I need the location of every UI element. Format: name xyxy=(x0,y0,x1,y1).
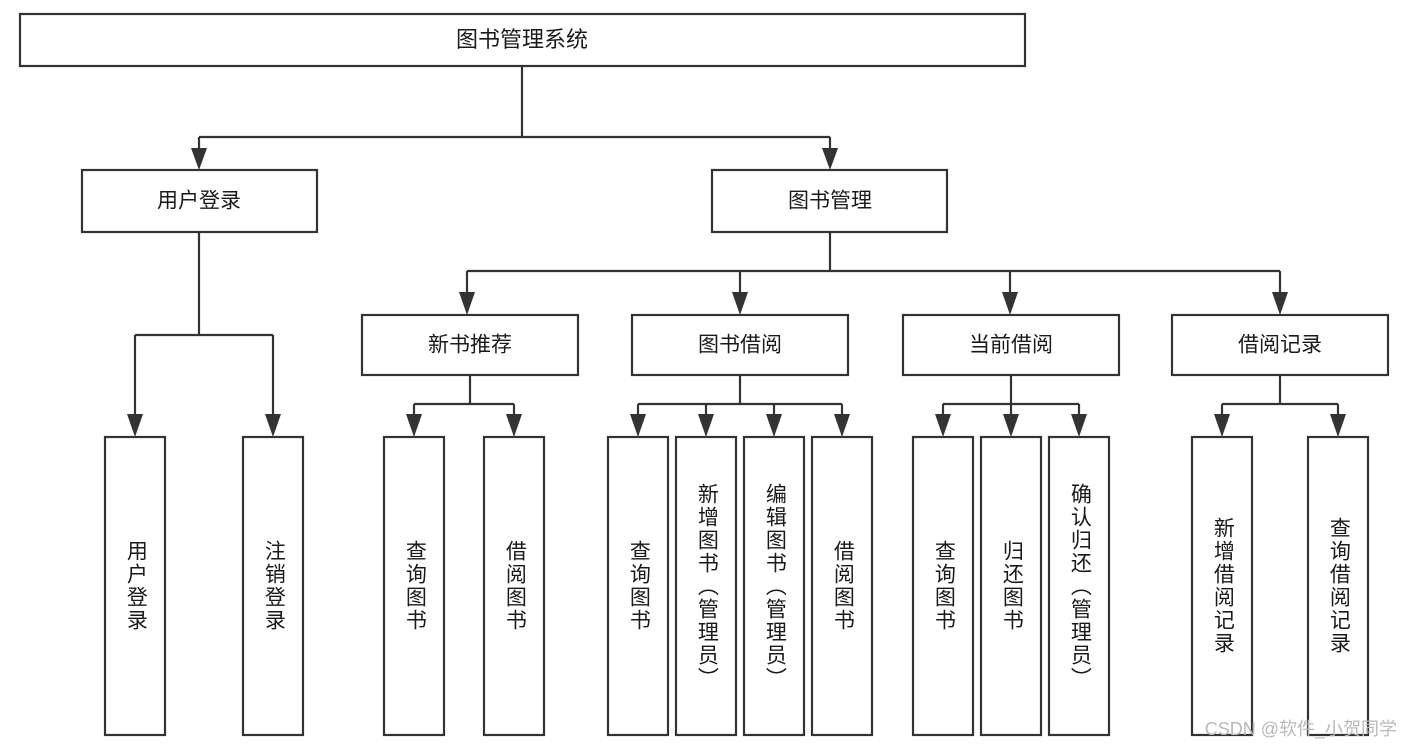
arrow-to-user-login-icon xyxy=(191,148,207,170)
node-leaf-rec-search-box[interactable] xyxy=(1306,435,1370,737)
node-leaf-rec-query-box[interactable] xyxy=(382,435,446,737)
node-borrow-record-label: 借阅记录 xyxy=(1238,334,1322,357)
node-current-borrow-box[interactable] xyxy=(901,313,1121,377)
node-leaf-borrow-lend-box[interactable] xyxy=(810,435,874,737)
node-book-borrow[interactable]: 图书借阅 xyxy=(630,313,850,377)
csdn-watermark: CSDN @软件_小贺同学 xyxy=(1204,719,1397,739)
arrow-leaf-cur-query-icon xyxy=(935,414,951,437)
arrow-leaf-rec-query-icon xyxy=(406,414,422,437)
node-leaf-borrow-edit-box[interactable] xyxy=(742,435,806,737)
node-book-manage[interactable]: 图书管理 xyxy=(710,168,949,234)
node-borrow-record-box[interactable] xyxy=(1170,313,1390,377)
node-borrow-record[interactable]: 借阅记录 xyxy=(1170,313,1390,377)
node-leaf-borrow-add-box[interactable] xyxy=(674,435,738,737)
node-book-borrow-box[interactable] xyxy=(630,313,850,377)
node-current-borrow[interactable]: 当前借阅 xyxy=(901,313,1121,377)
node-new-book-rec-label: 新书推荐 xyxy=(428,334,512,357)
arrow-to-book-manage-icon xyxy=(822,148,838,170)
node-current-borrow-label: 当前借阅 xyxy=(969,334,1053,357)
arrow-to-book-borrow-icon xyxy=(732,292,748,315)
arrow-leaf-rec-add-icon xyxy=(1214,414,1230,437)
node-user-login-label: 用户登录 xyxy=(157,190,241,213)
arrow-leaf-borrow-query-icon xyxy=(630,414,646,437)
arrow-leaf-cur-return-icon xyxy=(1003,414,1019,437)
node-leaf-user-logout-box[interactable] xyxy=(241,435,305,737)
node-book-manage-box[interactable] xyxy=(710,168,949,234)
arrow-to-borrow-record-icon xyxy=(1272,292,1288,315)
node-leaf-borrow-query-box[interactable] xyxy=(606,435,670,737)
node-leaf-rec-borrow-box[interactable] xyxy=(482,435,546,737)
nodes-layer: 图书管理系统 用户登录 图书管理 新书推荐 图书借阅 当前 xyxy=(18,12,1390,737)
arrow-leaf-cur-confirm-icon xyxy=(1071,414,1087,437)
node-root[interactable]: 图书管理系统 xyxy=(18,12,1027,68)
arrow-to-current-borrow-icon xyxy=(1002,292,1018,315)
node-new-book-rec-box[interactable] xyxy=(360,313,580,377)
arrow-leaf-borrow-lend-icon xyxy=(834,414,850,437)
arrow-leaf-borrow-edit-icon xyxy=(766,414,782,437)
arrow-leaf-rec-search-icon xyxy=(1330,414,1346,437)
node-root-box[interactable] xyxy=(18,12,1027,68)
node-leaf-user-login-box[interactable] xyxy=(103,435,167,737)
node-root-label: 图书管理系统 xyxy=(456,27,588,52)
node-book-manage-label: 图书管理 xyxy=(788,190,872,213)
arrow-leaf-user-login-icon xyxy=(127,414,143,437)
node-leaf-cur-query-box[interactable] xyxy=(911,435,975,737)
node-book-borrow-label: 图书借阅 xyxy=(698,334,782,357)
node-new-book-rec[interactable]: 新书推荐 xyxy=(360,313,580,377)
connectors-layer xyxy=(127,66,1346,437)
node-user-login-box[interactable] xyxy=(80,168,319,234)
arrow-leaf-user-logout-icon xyxy=(265,414,281,437)
arrow-to-new-book-rec-icon xyxy=(459,292,475,315)
node-leaf-cur-return-box[interactable] xyxy=(979,435,1043,737)
node-leaf-rec-add-box[interactable] xyxy=(1190,435,1254,737)
arrow-leaf-borrow-add-icon xyxy=(698,414,714,437)
node-user-login[interactable]: 用户登录 xyxy=(80,168,319,234)
arrow-leaf-rec-borrow-icon xyxy=(506,414,522,437)
node-leaf-cur-confirm-box[interactable] xyxy=(1047,435,1111,737)
